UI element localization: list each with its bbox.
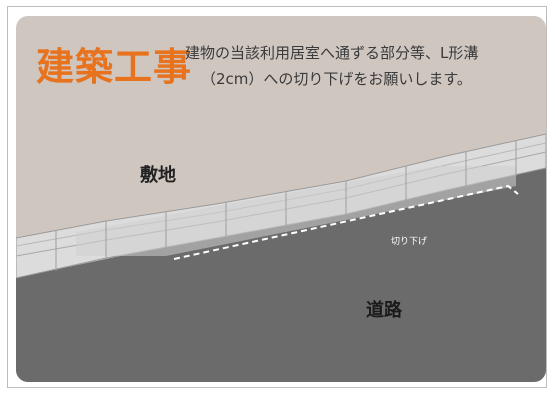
road-surface	[16, 166, 546, 382]
road-label: 道路	[366, 300, 402, 321]
heading-title: 建築工事	[36, 45, 193, 89]
notice-line-2: （2cm）への切り下げをお願いします。	[201, 70, 472, 88]
diagram-panel: 建築工事 建物の当該利用居室へ通ずる部分等、L形溝 （2cm）への切り下げをお願…	[16, 16, 546, 382]
diagram-scene	[16, 16, 546, 382]
cut-down-outline	[173, 184, 519, 260]
notice-text: 建物の当該利用居室へ通ずる部分等、L形溝 （2cm）への切り下げをお願いします。	[185, 40, 540, 92]
cut-down-label: 切り下げ	[391, 237, 428, 247]
curb-joints	[55, 141, 517, 271]
site-label: 敷地	[140, 165, 176, 186]
notice-line-1: 建物の当該利用居室へ通ずる部分等、L形溝	[185, 44, 479, 62]
